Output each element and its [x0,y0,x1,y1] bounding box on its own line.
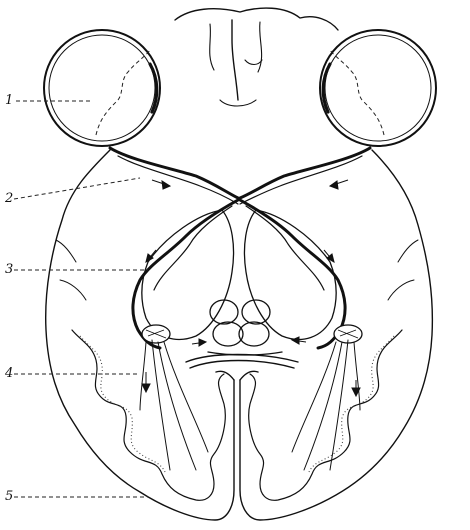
label-4: 4 [5,367,13,380]
label-1: 1 [5,94,13,107]
thalamus [142,210,337,339]
label-2: 2 [5,192,13,205]
brain-outline [46,8,433,520]
geniculate-bodies [142,325,362,343]
corpus-callosum-splenium [186,355,298,369]
direction-arrows [142,180,360,396]
occipital-gyri [72,330,402,500]
frontal-gyri [210,22,262,106]
left-eye [44,30,160,146]
optic-nerves [110,148,370,204]
label-3: 3 [5,263,13,276]
cortex-dotted-margin [80,336,394,474]
right-eye [320,30,436,146]
label-5: 5 [5,490,13,503]
lateral-sulci [56,240,418,300]
